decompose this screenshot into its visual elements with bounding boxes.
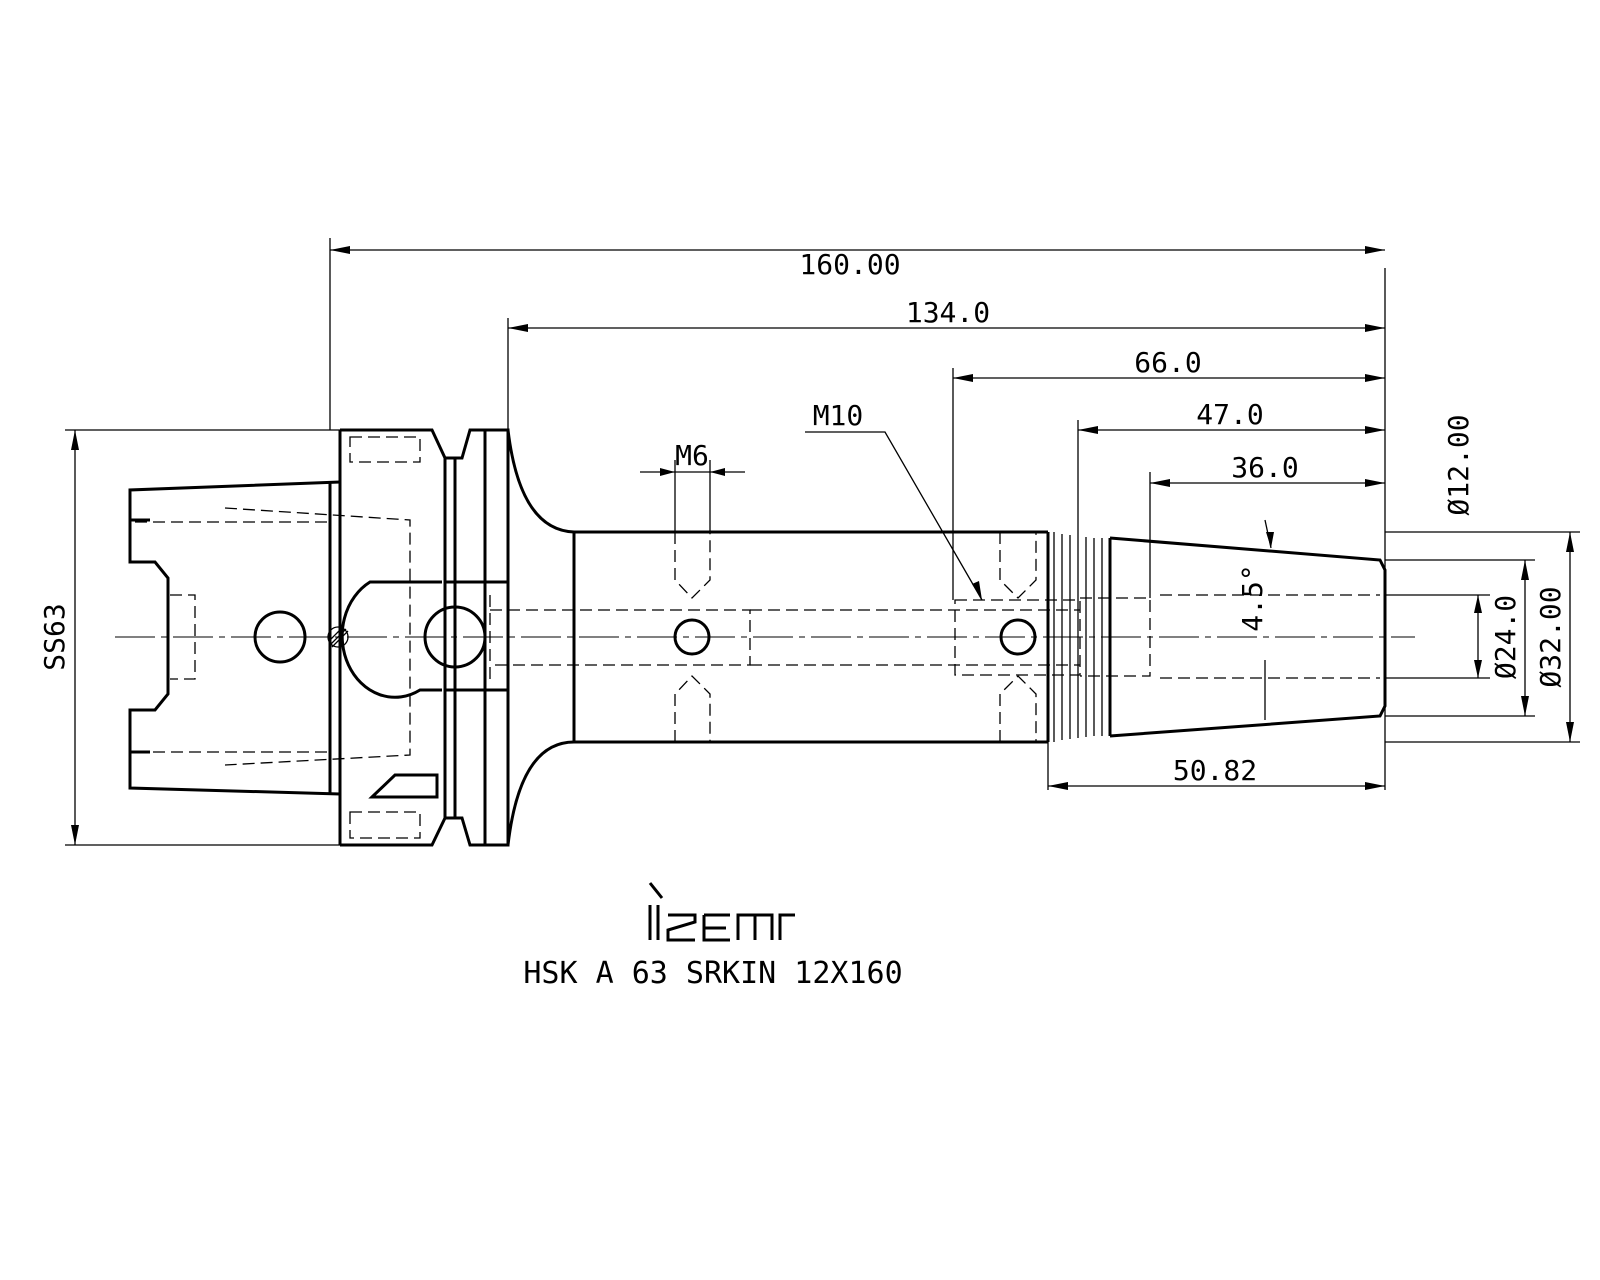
dim-shank-size: SS63 — [38, 603, 71, 670]
dim-thread-m10: M10 — [813, 399, 864, 432]
dim-length-47: 47.0 — [1196, 398, 1263, 431]
iscar-logo — [648, 882, 795, 942]
dim-length-66: 66.0 — [1134, 346, 1201, 379]
dim-body-length: 134.0 — [906, 296, 990, 329]
dim-dia-32: Ø32.00 — [1534, 586, 1567, 687]
dim-dia-12: Ø12.00 — [1442, 414, 1475, 515]
dim-length-5082: 50.82 — [1173, 754, 1257, 787]
hidden-features — [135, 436, 1380, 839]
tool-holder-outline — [115, 428, 1415, 847]
dimension-labels: 160.00 134.0 66.0 47.0 36.0 50.82 M10 M6… — [38, 248, 1567, 787]
dim-angle: 4.5° — [1236, 564, 1269, 631]
part-name: HSK A 63 SRKIN 12X160 — [523, 956, 902, 991]
dimension-lines — [65, 238, 1580, 846]
dim-length-36: 36.0 — [1231, 451, 1298, 484]
dim-overall-length: 160.00 — [799, 248, 900, 281]
dim-thread-m6: M6 — [675, 439, 709, 472]
dim-dia-24: Ø24.0 — [1489, 595, 1522, 679]
